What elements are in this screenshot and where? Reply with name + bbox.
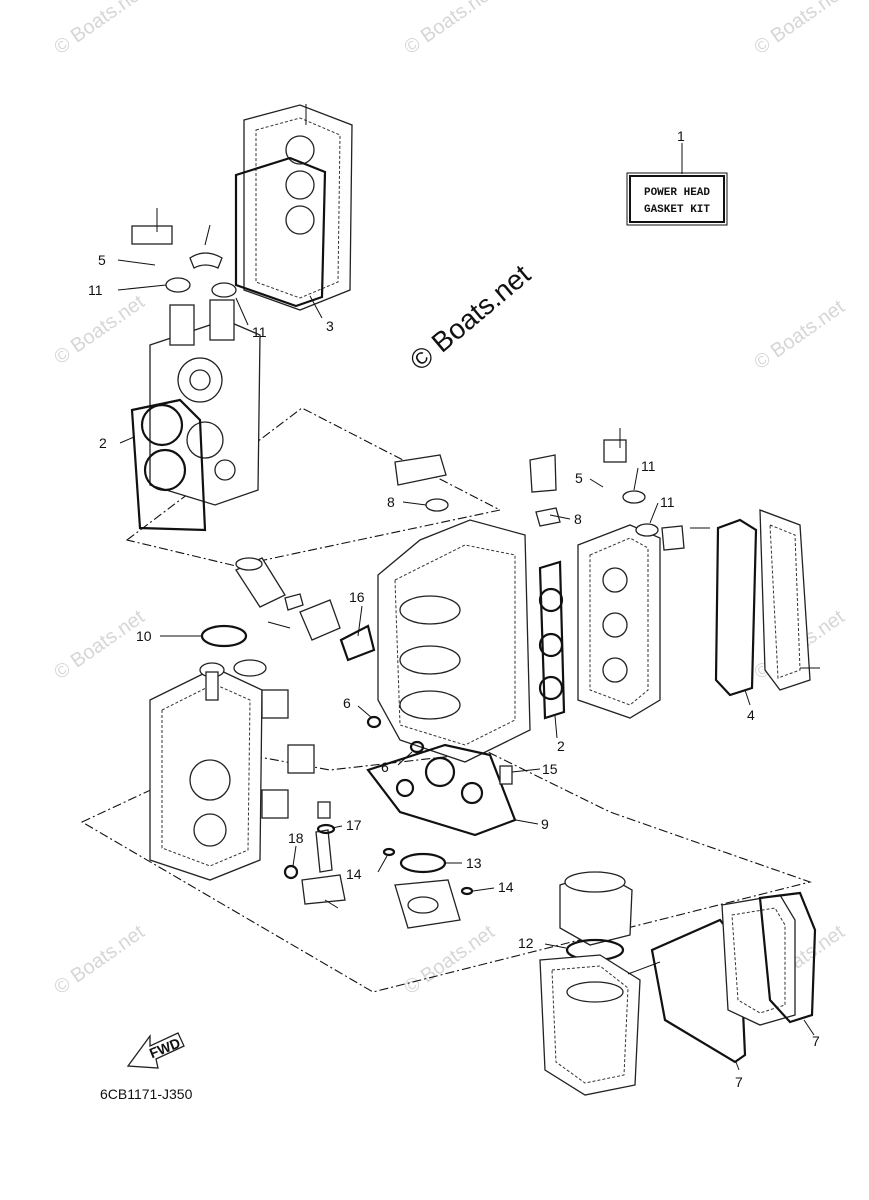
callout-13: 13 [466,855,482,871]
thermostat-housing [283,823,474,929]
callout-2: 2 [557,738,565,754]
oil-seal-10 [200,624,248,648]
oil-filter-assembly [235,557,376,662]
callout-3: 3 [326,318,334,334]
callout-6: 6 [343,695,351,711]
cam-cover-right [714,509,820,697]
callout-8: 8 [574,511,582,527]
head-gasket-center [538,560,566,720]
diagram-code: 6CB1171-J350 [100,1086,193,1102]
callout-4: 4 [747,707,755,723]
callout-2: 2 [99,435,107,451]
watermark: © Boats.net [400,0,499,59]
cam-cover-gasket-right [714,518,758,697]
callout-12: 12 [518,935,534,951]
gasket-7-left [650,918,747,1064]
cylinder-head-right [577,428,710,719]
cylinder-head-upper-left [130,208,261,532]
gasket-7-right [758,891,817,1024]
callout-5: 5 [98,252,106,268]
callout-5: 5 [575,470,583,486]
callout-11: 11 [660,494,675,510]
watermark: © Boats.net [50,606,149,684]
watermark: © Boats.net [50,0,149,59]
cam-cover-upper-left [234,104,353,311]
callout-11: 11 [252,324,267,340]
forward-arrow: FWD [126,1032,185,1069]
callout-8: 8 [387,494,395,510]
exhaust-cover-assembly [539,871,817,1096]
assembly-boundary-upper [125,407,502,567]
callout-14: 14 [498,879,514,895]
watermark: © Boats.net [50,291,149,369]
callout-14: 14 [346,866,362,882]
callout-16: 16 [349,589,365,605]
kit-label-line1: POWER HEAD [644,187,710,199]
gasket-16 [339,624,376,662]
callout-10: 10 [136,628,152,644]
gasket-kit-box: POWER HEAD GASKET KIT [626,172,728,226]
head-gasket-left [130,398,207,532]
cylinder-block-center [377,454,561,763]
callout-1: 1 [677,128,685,144]
callout-9: 9 [541,816,549,832]
callout-6: 6 [381,759,389,775]
callout-7: 7 [735,1074,743,1090]
callout-7: 7 [812,1033,820,1049]
fwd-label: FWD [147,1035,183,1062]
o-rings [366,715,513,785]
leader-lines [117,143,815,1071]
callout-17: 17 [346,817,362,833]
callout-11: 11 [641,458,656,474]
cam-cover-gasket [234,156,327,308]
watermark: © Boats.net [400,921,499,999]
exhaust-gasket [366,743,517,837]
callout-15: 15 [542,761,558,777]
watermark: © Boats.net [750,296,849,374]
callout-18: 18 [288,830,304,846]
kit-label-line2: GASKET KIT [644,204,710,216]
crankcase-lower-left [149,624,346,909]
gasket-13 [399,852,447,874]
callout-labels: 1 5 11 11 3 2 8 5 11 11 8 16 10 6 4 2 6 … [88,128,820,1090]
callout-11: 11 [88,282,103,298]
watermark: © Boats.net [50,921,149,999]
watermark: © Boats.net [750,0,849,59]
watermark-center: © Boats.net [404,258,536,376]
